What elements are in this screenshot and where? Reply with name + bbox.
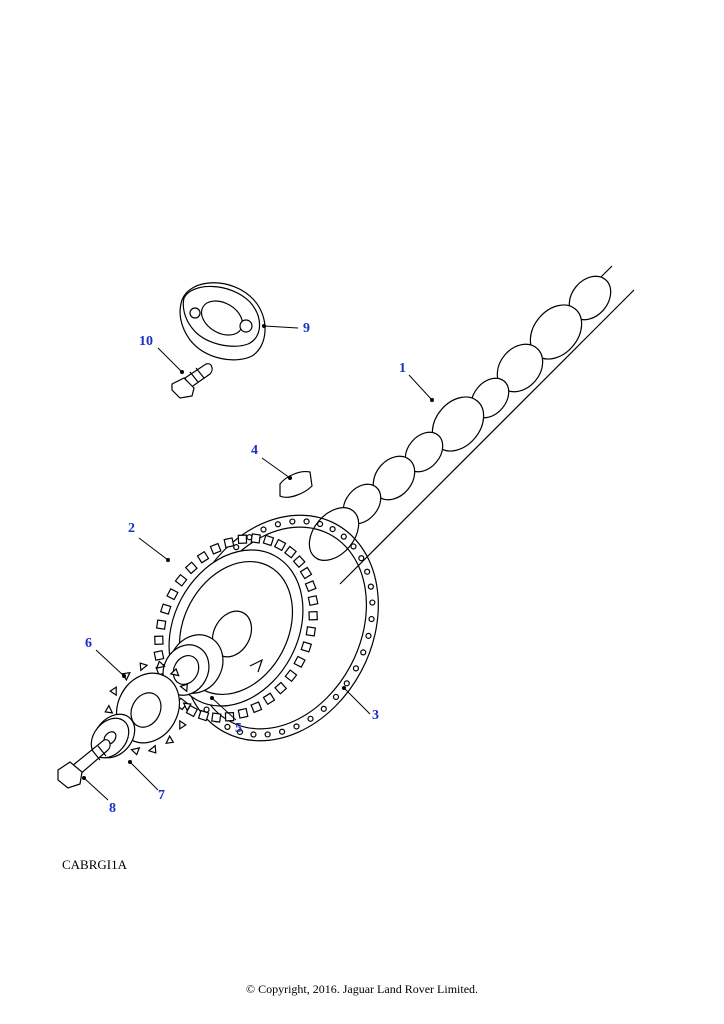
- spacer-bush-part: [162, 634, 224, 696]
- leader-lines: [82, 324, 434, 801]
- diagram-reference-code: CABRGI1A: [62, 857, 128, 872]
- thrust-plate-part: [179, 282, 266, 361]
- bolt-10-part: [171, 363, 213, 399]
- woodruff-key-part: [279, 471, 313, 498]
- bolt-8-part: [57, 739, 111, 789]
- callout-5: 5: [235, 721, 242, 736]
- callout-2: 2: [128, 521, 135, 536]
- callout-7: 7: [158, 788, 165, 803]
- callout-10: 10: [139, 334, 153, 349]
- callout-1: 1: [399, 361, 406, 376]
- callout-9: 9: [303, 321, 310, 336]
- callout-6: 6: [85, 636, 92, 651]
- copyright-notice: © Copyright, 2016. Jaguar Land Rover Lim…: [245, 982, 479, 996]
- callout-4: 4: [251, 443, 258, 458]
- callout-3: 3: [372, 708, 379, 723]
- camshaft-part: [308, 265, 635, 585]
- callout-8: 8: [109, 801, 116, 816]
